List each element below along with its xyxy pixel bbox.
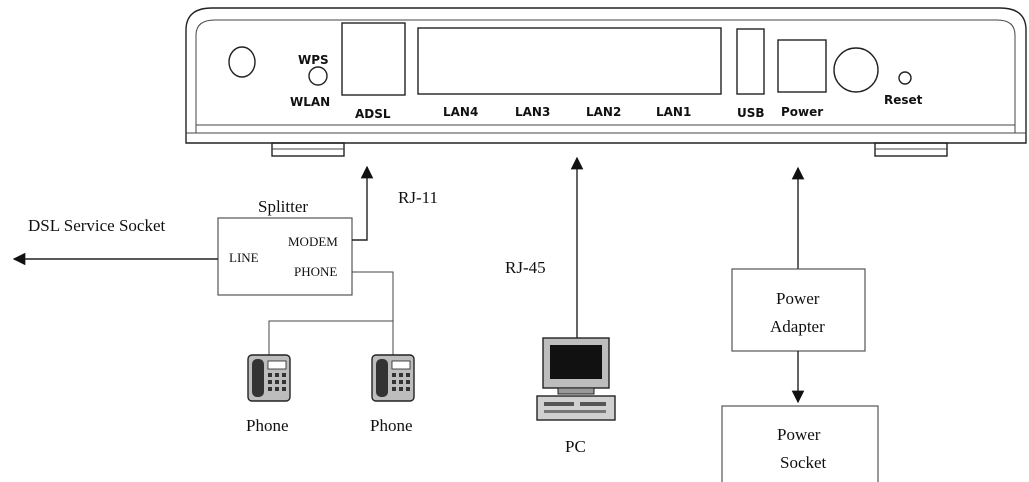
- lan3-label: LAN3: [515, 105, 550, 119]
- splitter-phone-label: PHONE: [294, 264, 337, 279]
- pc: PC: [536, 337, 616, 456]
- phone-1-label: Phone: [246, 416, 289, 435]
- wps-label: WPS: [298, 53, 329, 67]
- splitter-title: Splitter: [258, 197, 308, 216]
- phone-wiring: [268, 271, 394, 357]
- power-socket-line2: Socket: [780, 453, 827, 472]
- pc-icon: [536, 337, 616, 421]
- dsl-socket-label: DSL Service Socket: [28, 216, 166, 235]
- lan1-label: LAN1: [656, 105, 691, 119]
- power-adapter-box: [731, 268, 866, 352]
- phone-2-label: Phone: [370, 416, 413, 435]
- rj11-connection: RJ-11: [352, 165, 438, 241]
- phone-icon: [371, 354, 415, 402]
- phone-1: Phone: [246, 354, 291, 435]
- antenna-connector-icon: [228, 46, 256, 78]
- rj11-label: RJ-11: [398, 188, 438, 207]
- power-adapter-line2: Adapter: [770, 317, 825, 336]
- power-switch[interactable]: [833, 47, 879, 93]
- adsl-label: ADSL: [355, 107, 391, 121]
- phone-2: Phone: [370, 354, 415, 435]
- usb-port[interactable]: [736, 28, 765, 95]
- splitter-line-label: LINE: [229, 250, 259, 265]
- splitter: Splitter LINE MODEM PHONE: [217, 197, 353, 296]
- usb-label: USB: [737, 106, 765, 120]
- router-back-panel: WPS WLAN ADSL LAN4 LAN3 LAN2 LAN1 USB Po…: [185, 7, 1027, 157]
- router-body: [185, 7, 1027, 144]
- power-adapter-line1: Power: [776, 289, 820, 308]
- splitter-box: [217, 217, 353, 296]
- power-connection: Power Adapter Power Socket: [721, 166, 879, 482]
- lan-ports-block[interactable]: [417, 27, 722, 95]
- pc-label: PC: [565, 437, 586, 456]
- reset-button[interactable]: [898, 71, 912, 85]
- rj45-connection: RJ-45: [505, 156, 584, 338]
- phone-icon: [247, 354, 291, 402]
- wps-wlan-button[interactable]: [308, 66, 328, 86]
- rj45-label: RJ-45: [505, 258, 546, 277]
- reset-label: Reset: [884, 93, 923, 107]
- wlan-label: WLAN: [290, 95, 330, 109]
- power-jack[interactable]: [777, 39, 827, 93]
- splitter-modem-label: MODEM: [288, 234, 338, 249]
- power-socket-box: [721, 405, 879, 482]
- lan4-label: LAN4: [443, 105, 478, 119]
- adsl-port[interactable]: [341, 22, 406, 96]
- lan2-label: LAN2: [586, 105, 621, 119]
- power-socket-line1: Power: [777, 425, 821, 444]
- power-label: Power: [781, 105, 823, 119]
- dsl-connection: DSL Service Socket: [12, 216, 218, 266]
